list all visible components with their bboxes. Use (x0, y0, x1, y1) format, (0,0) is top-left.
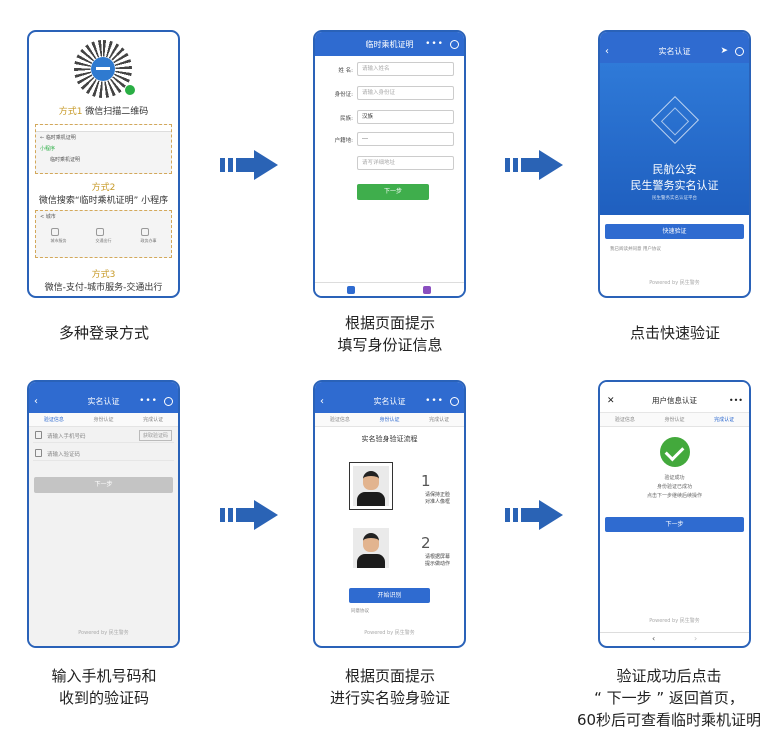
title-bar: ‹ 实名认证 ••• (315, 389, 464, 413)
flow-title: 实名验身验证流程 (361, 435, 418, 443)
phone-face-verify: ‹ 实名认证 ••• 验证信息 身份认证 完成认证 实名验身验证流程 1 请保持… (313, 380, 466, 648)
face-frame (349, 462, 393, 510)
ethnicity-field[interactable]: 民族: 汉族 (323, 110, 454, 124)
back-arrow-icon[interactable]: ‹ (652, 634, 656, 643)
caption-step-5: 根据页面提示 进行实名验身验证 (329, 667, 450, 707)
city-service-icon (50, 228, 59, 236)
agreement-checkbox[interactable]: 我已阅读并同意 用户协议 (610, 247, 661, 252)
back-icon[interactable]: ‹ (34, 395, 38, 407)
progress-steps: 验证信息 身份认证 完成认证 (600, 413, 749, 427)
caption-step-3: 点击快速验证 (629, 324, 720, 342)
government-icon (140, 228, 149, 236)
face-photo-action (353, 528, 389, 568)
phone-verify-success: ✕ 用户信息认证 ••• 验证信息 身份认证 完成认证 验证成功 身份验证已成功… (598, 380, 751, 648)
caption-step-4: 输入手机号码和 收到的验证码 (51, 667, 157, 707)
method-2-label: 方式2 (91, 183, 116, 193)
profile-icon[interactable] (423, 286, 431, 294)
wechat-icon (124, 84, 136, 96)
title-bar: ‹ 实名认证 ➤ (600, 39, 749, 63)
phone-id-form: 临时乘机证明 ••• 姓 名: 请输入姓名 身份证: 请输入身份证 民族: 汉族… (313, 30, 466, 298)
title-bar: ‹ 实名认证 ••• (29, 389, 178, 413)
caption-step-1: 多种登录方式 (58, 324, 149, 342)
police-emblem-icon (650, 95, 700, 145)
name-field[interactable]: 姓 名: 请输入姓名 (323, 62, 454, 76)
more-icon[interactable]: ••• (728, 396, 743, 405)
powered-by: Powered by 民生警务 (78, 630, 129, 636)
back-icon[interactable]: ‹ (320, 395, 324, 407)
page-title: 临时乘机证明 (365, 39, 414, 49)
arrow-right-icon (505, 500, 563, 530)
mini-program-search-preview: ← 临时乘机证明 小程序 临时乘机证明 (35, 124, 172, 174)
arrow-right-icon (220, 150, 278, 180)
page-title: 用户信息认证 (652, 396, 697, 405)
arrow-right-icon (505, 150, 563, 180)
powered-by: Powered by 民生警务 (364, 630, 415, 636)
forward-arrow-icon[interactable]: › (694, 634, 698, 643)
phone-number-input[interactable]: 请输入手机号码 获取验证码 (33, 427, 174, 443)
phone-login-methods: 方式1 微信扫描二维码 ← 临时乘机证明 小程序 临时乘机证明 方式2 微信搜索… (27, 30, 180, 298)
success-check-icon (660, 437, 690, 467)
method-3-text: 微信-支付-城市服务-交通出行 (44, 283, 163, 293)
residence-field[interactable]: 户籍地: --- (323, 132, 454, 146)
more-icon[interactable]: ••• (139, 396, 158, 406)
city-service-preview: < 城市 城市服务 交通出行 政务办事 (35, 210, 172, 258)
face-photo-front (353, 466, 389, 506)
method-3-label: 方式3 (91, 270, 116, 280)
phone-icon (35, 431, 42, 439)
hero-banner: 民航公安 民生警务实名认证 民生警务实名认证平台 (600, 63, 749, 215)
airline-logo-icon (91, 57, 115, 81)
caption-step-2: 根据页面提示 填写身份证信息 (337, 314, 443, 354)
start-recognition-button[interactable]: 开始识别 (349, 588, 430, 603)
agreement-checkbox[interactable]: 同意协议 (351, 609, 369, 614)
close-circle-icon[interactable] (450, 39, 459, 49)
close-circle-icon[interactable] (450, 396, 459, 406)
page-title: 实名认证 (658, 46, 691, 56)
method-2-text: 微信搜索“临时乘机证明” 小程序 (38, 196, 169, 206)
page-title: 实名认证 (87, 396, 120, 406)
phone-sms-verify: ‹ 实名认证 ••• 验证信息 身份认证 完成认证 请输入手机号码 获取验证码 … (27, 380, 180, 648)
next-button[interactable]: 下一步 (605, 517, 744, 532)
qr-code (74, 40, 136, 98)
powered-by: Powered by 民生警务 (649, 280, 700, 286)
get-code-button[interactable]: 获取验证码 (138, 430, 172, 441)
back-icon[interactable]: ‹ (605, 45, 609, 57)
next-button[interactable]: 下一步 (34, 477, 173, 493)
page-title: 实名认证 (373, 396, 406, 406)
quick-verify-button[interactable]: 快速验证 (605, 224, 744, 239)
arrow-right-icon (220, 500, 278, 530)
more-icon[interactable]: ••• (425, 396, 444, 406)
browser-nav: ‹ › (600, 632, 749, 646)
progress-steps: 验证信息 身份认证 完成认证 (315, 413, 464, 427)
method-1-label: 方式1 微信扫描二维码 (58, 107, 149, 117)
next-button[interactable]: 下一步 (357, 184, 429, 200)
transport-icon (95, 228, 104, 236)
sms-code-input[interactable]: 请输入验证码 (33, 445, 174, 461)
phone-realname-landing: ‹ 实名认证 ➤ 民航公安 民生警务实名认证 民生警务实名认证平台 快速验证 我… (598, 30, 751, 298)
close-circle-icon[interactable] (164, 396, 173, 406)
id-number-field[interactable]: 身份证: 请输入身份证 (323, 86, 454, 100)
caption-step-6: 验证成功后点击 “ 下一步 ” 返回首页， 60秒后可查看临时乘机证明 (576, 667, 762, 729)
location-icon: ➤ (720, 46, 729, 56)
title-bar: 临时乘机证明 ••• (315, 32, 464, 56)
title-bar: ✕ 用户信息认证 ••• (600, 389, 749, 413)
home-icon[interactable] (347, 286, 355, 294)
powered-by: Powered by 民生警务 (649, 618, 700, 624)
bottom-toolbar (315, 282, 464, 296)
close-icon[interactable]: ✕ (607, 395, 615, 406)
address-field[interactable]: 请写详细地址 (323, 156, 454, 170)
more-icon[interactable]: ••• (425, 39, 444, 49)
close-circle-icon[interactable] (735, 46, 744, 56)
message-icon (35, 449, 42, 457)
progress-steps: 验证信息 身份认证 完成认证 (29, 413, 178, 427)
